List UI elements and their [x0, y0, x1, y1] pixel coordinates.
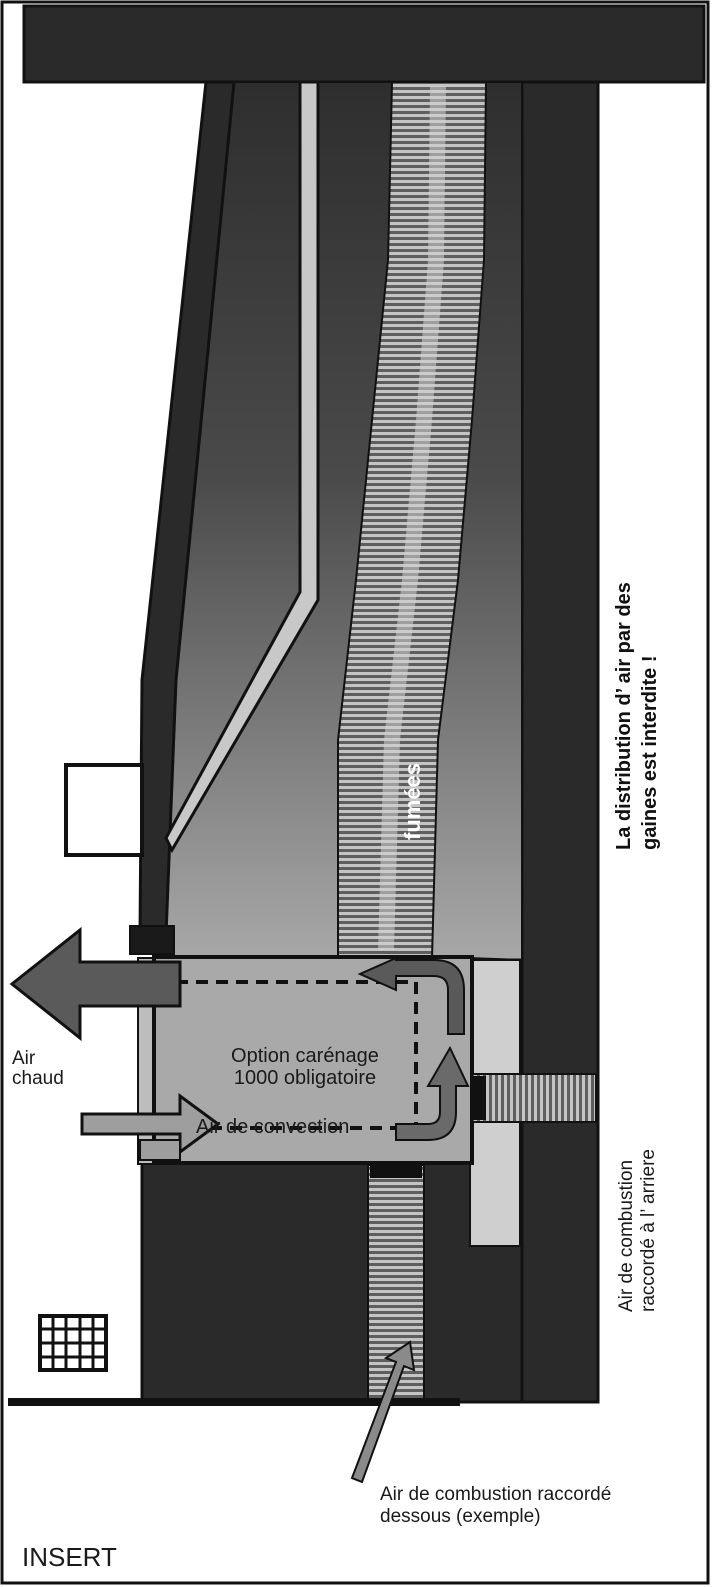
- internal-flow-arrow-bottom: [395, 1045, 470, 1141]
- label-option-1: Option carénage: [231, 1045, 379, 1067]
- label-below-combustion-1: Air de combustion raccordé: [380, 1484, 611, 1505]
- label-option-2: 1000 obligatoire: [234, 1067, 376, 1089]
- bottom-combustion-arrow: [350, 1340, 416, 1484]
- label-air-chaud-1: Air: [12, 1048, 36, 1069]
- bottom-pipe-collar: [370, 1166, 422, 1178]
- label-air-convection: Air de convection: [196, 1116, 349, 1138]
- rear-combustion-pipe: [471, 1073, 597, 1123]
- ceiling-slab: [22, 4, 706, 84]
- hot-air-arrow: [9, 926, 182, 1042]
- label-fumees: fumées: [400, 763, 425, 840]
- label-below-combustion-2: dessous (exemple): [380, 1506, 541, 1527]
- internal-flow-arrow-top: [357, 956, 465, 1035]
- label-insert: INSERT: [22, 1542, 117, 1572]
- rear-pipe-collar: [472, 1076, 486, 1120]
- right-wall: [520, 80, 600, 1404]
- floor-line: [8, 1398, 460, 1406]
- option-casing-outline: [156, 980, 418, 1130]
- grid-icon: [38, 1314, 108, 1372]
- hood-air-channel: [164, 80, 320, 854]
- label-rear-combustion-1: Air de combustion: [616, 1160, 637, 1312]
- convection-air-inlet: [139, 1139, 181, 1161]
- flue-pipe-core: [378, 86, 446, 950]
- label-air-chaud-2: chaud: [12, 1068, 64, 1089]
- label-warning-line2: gaines est interdite !: [639, 656, 661, 851]
- label-warning-line1: La distribution d’ air par des: [613, 582, 635, 850]
- hood-bracket: [129, 925, 175, 955]
- label-rear-combustion-2: raccordé à l’ arriere: [638, 1149, 659, 1312]
- convection-air-arrow: [80, 1093, 221, 1155]
- hood-access-box: [64, 763, 144, 857]
